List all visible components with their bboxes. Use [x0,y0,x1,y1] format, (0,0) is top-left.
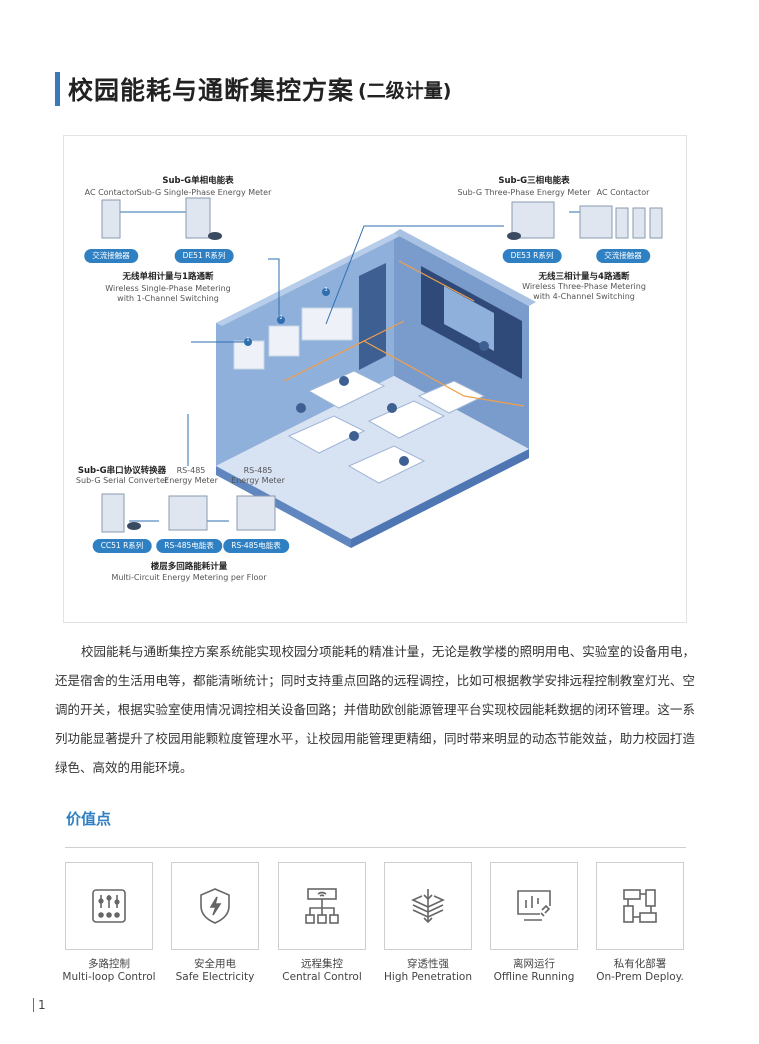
meter2-label-a: RS-485 [243,466,273,475]
caption-cn: 穿透性强 [407,958,449,970]
three-phase-caption-en2: with 4-Channel Switching [533,292,635,301]
marker-1: 1 [246,337,250,343]
meter1-label-b: Energy Meter [164,476,218,485]
three-phase-contactor-label: AC Contactor [596,188,650,197]
pill-cc51: CC51 R系列 [92,539,152,553]
three-phase-title: Sub-G三相电能表 [498,176,570,186]
caption-cn: 远程集控 [301,958,343,970]
value-points-heading: 价值点 [66,810,112,828]
single-phase-contactor-label: AC Contactor [84,188,138,197]
page-number: 1 [33,998,46,1012]
value-card-central [278,862,366,950]
caption-cn: 多路控制 [88,958,130,970]
single-phase-subtitle: Sub-G Single-Phase Energy Meter [136,188,272,197]
system-diagram: 1 2 3 Sub-G单相电能表 AC Contactor Sub-G Sing… [63,135,687,623]
value-card-onprem [596,862,684,950]
marker-2: 2 [279,315,283,321]
caption-en: Multi-loop Control [62,971,156,983]
layers-arrow-icon [411,889,445,924]
description-paragraph: 校园能耗与通断集控方案系统能实现校园分项能耗的精准计量，无论是教学楼的照明用电、… [55,644,695,775]
single-phase-caption-en1: Wireless Single-Phase Metering [105,284,231,293]
caption-en: Offline Running [493,971,575,983]
title-main: 校园能耗与通断集控方案 [68,76,355,105]
sliders-icon [92,889,126,923]
caption-cn: 私有化部署 [613,958,667,970]
classroom-illustration [101,197,663,548]
converter-subtitle: Sub-G Serial Converter [75,476,169,485]
value-card-penetration [384,862,472,950]
network-icon [305,888,339,924]
caption-en: High Penetration [384,971,472,983]
caption-cn: 安全用电 [194,958,236,970]
single-phase-caption-en2: with 1-Channel Switching [117,294,219,303]
pill-rs485-1: RS-485电能表 [156,539,222,553]
three-phase-caption-en1: Wireless Three-Phase Metering [522,282,646,291]
pill-de51: DE51 R系列 [174,249,234,263]
meter2-label-b: Energy Meter [231,476,285,485]
shield-bolt-icon [200,888,230,924]
floor-caption: 楼层多回路能耗计量 [150,562,228,572]
flowchart-icon [623,889,657,923]
three-phase-caption: 无线三相计量与4路通断 [538,272,630,282]
pill-de53: DE53 R系列 [502,249,562,263]
page-title: 校园能耗与通断集控方案 (二级计量) [55,72,451,106]
meter1-label-a: RS-485 [176,466,206,475]
value-card-multi-loop [65,862,153,950]
pill-single-contactor: 交流接触器 [84,249,138,263]
divider [65,847,686,848]
floor-caption-en: Multi-Circuit Energy Metering per Floor [111,573,267,582]
converter-title: Sub-G串口协议转换器 [77,466,167,476]
caption-en: Safe Electricity [175,971,255,983]
title-sub: (二级计量) [358,79,452,102]
caption-cn: 离网运行 [513,958,555,970]
value-card-safe [171,862,259,950]
value-card-offline [490,862,578,950]
caption-en: Central Control [282,971,362,983]
caption-en: On-Prem Deploy. [596,971,684,983]
three-phase-subtitle: Sub-G Three-Phase Energy Meter [457,188,591,197]
monitor-unlink-icon [517,890,551,921]
pill-rs485-2: RS-485电能表 [223,539,289,553]
single-phase-title: Sub-G单相电能表 [162,176,234,186]
single-phase-caption: 无线单相计量与1路通断 [122,272,214,282]
pill-three-contactor: 交流接触器 [596,249,650,263]
marker-3: 3 [324,287,328,293]
